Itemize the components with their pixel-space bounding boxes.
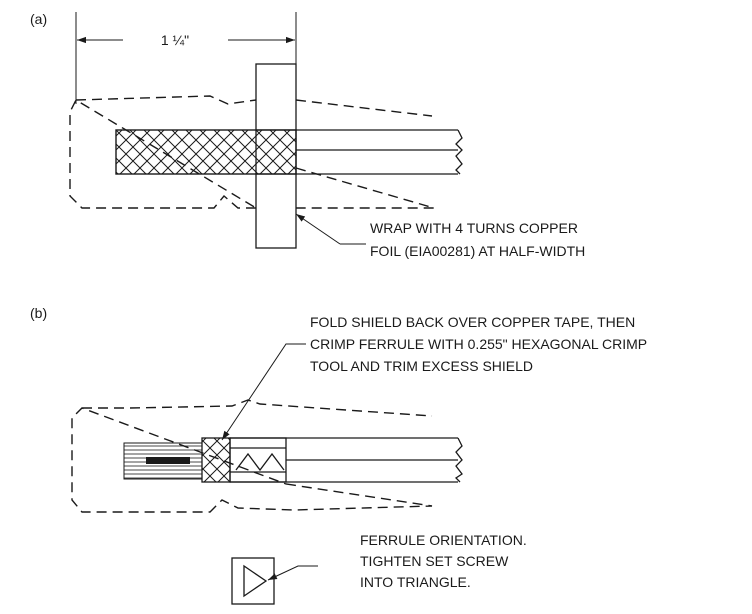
ferrule-hex-crimp-mark [235, 452, 285, 472]
note-a-line-1: WRAP WITH 4 TURNS COPPER [370, 220, 578, 236]
folded-shield [201, 437, 231, 483]
note-b-line-2: CRIMP FERRULE WITH 0.255" HEXAGONAL CRIM… [310, 336, 647, 352]
connector-body-outline-a [69, 95, 435, 209]
note-a-leader [295, 213, 341, 245]
note-a-line-2: FOIL (EIA00281) AT HALF-WIDTH [370, 243, 585, 259]
note-b-line-3: TOOL AND TRIM EXCESS SHIELD [310, 358, 533, 374]
note-b-line-1: FOLD SHIELD BACK OVER COPPER TAPE, THEN [310, 314, 635, 330]
connector-body-outline-b [71, 399, 433, 513]
orientation-note-line-3: INTO TRIANGLE. [360, 574, 471, 590]
ferrule-orientation-box [231, 557, 275, 605]
orientation-note-line-1: FERRULE ORIENTATION. [360, 532, 527, 548]
orientation-leader [267, 565, 318, 581]
panel-b-label: (b) [30, 305, 47, 321]
panel-a-label: (a) [30, 11, 47, 27]
crimp-ferrule [229, 437, 287, 483]
orientation-triangle-icon [243, 564, 268, 598]
note-b-leader [221, 343, 306, 441]
cable-break-b [454, 437, 463, 483]
dimension-label: 1 ¼" [161, 32, 189, 48]
copper-foil-wrap [255, 63, 297, 249]
orientation-note-line-2: TIGHTEN SET SCREW [360, 553, 509, 569]
center-conductor [146, 457, 190, 464]
braided-shield-a [115, 129, 297, 175]
cable-break-a [455, 129, 463, 175]
